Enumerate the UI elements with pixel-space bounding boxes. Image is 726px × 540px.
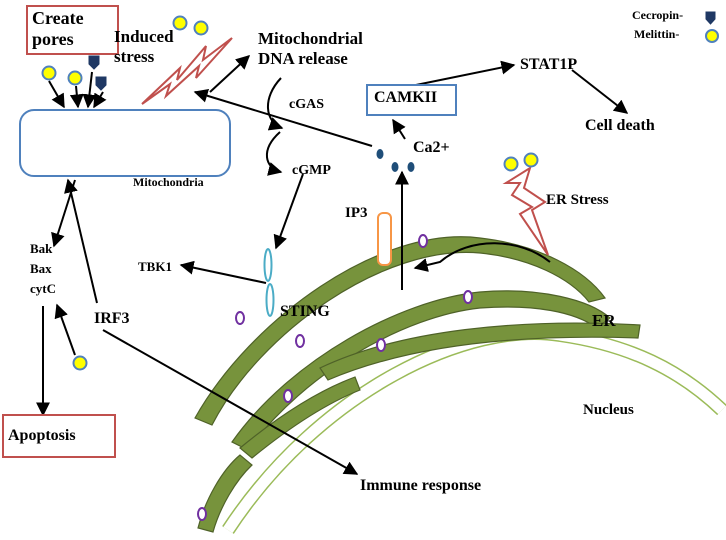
nucleus-label: Nucleus xyxy=(583,402,634,418)
arrow xyxy=(193,88,373,147)
er-receptors xyxy=(197,234,473,521)
mitochondria-organelle xyxy=(19,109,231,177)
melittin-icon xyxy=(72,355,88,371)
arrow xyxy=(48,80,65,109)
cecropin-icon xyxy=(88,55,100,70)
cecropin-icon xyxy=(95,76,107,91)
melittin-icon xyxy=(67,70,83,86)
create-pores-box xyxy=(26,5,119,55)
melittin-icon xyxy=(523,152,539,168)
sting-protein xyxy=(263,248,273,282)
cytc-label: cytC xyxy=(30,281,56,296)
ip3-channel xyxy=(377,212,392,266)
melittin-peptides xyxy=(41,15,719,371)
arrow xyxy=(413,242,551,272)
melittin-icon xyxy=(193,20,209,36)
receptor-icon xyxy=(283,389,293,403)
cecropin-peptides xyxy=(88,11,716,91)
arrow xyxy=(102,329,359,475)
cgmp-label: cGMP xyxy=(292,163,331,178)
arrow xyxy=(273,173,304,250)
camkii-label: CAMKII xyxy=(374,89,438,106)
tbk1-label: TBK1 xyxy=(138,259,172,274)
create-pores-label: Create pores xyxy=(32,8,84,49)
receptor-icon xyxy=(295,334,305,348)
arrow xyxy=(209,55,251,93)
bak-label: Bak xyxy=(30,241,53,256)
apoptosis-label: Apoptosis xyxy=(8,427,76,444)
receptor-icon xyxy=(197,507,207,521)
er-label: ER xyxy=(592,311,616,330)
melittin-icon xyxy=(41,65,57,81)
apoptosis-box xyxy=(2,414,116,458)
arrow xyxy=(69,85,84,109)
receptor-icon xyxy=(376,338,386,352)
er-membrane xyxy=(194,236,641,533)
melittin-icon xyxy=(172,15,188,31)
cell-death-label: Cell death xyxy=(585,117,655,134)
cgas-label: cGAS xyxy=(289,97,324,112)
arrow xyxy=(82,71,97,109)
arrow xyxy=(51,179,76,248)
arrow xyxy=(392,118,406,140)
mitochondrial-dna-release-label: Mitochondrial DNA release xyxy=(258,29,363,68)
bax-label: Bax xyxy=(30,261,52,276)
er-stress-lightning-icon xyxy=(502,165,549,256)
mitochondria-label: Mitochondria xyxy=(133,175,204,189)
sting-label: STING xyxy=(280,303,330,320)
arrow xyxy=(410,60,516,87)
receptor-icon xyxy=(235,311,245,325)
induced-stress-lightning-icon xyxy=(141,37,233,105)
legend-melittin-icon xyxy=(705,29,719,43)
stat1p-label: STAT1P xyxy=(520,56,578,73)
legend-cecropin-label: Cecropin- xyxy=(632,8,684,22)
receptor-icon xyxy=(418,234,428,248)
arrow xyxy=(93,91,107,109)
arrow xyxy=(571,69,629,114)
calcium-ions xyxy=(376,149,415,172)
arrow xyxy=(266,131,283,176)
er-stress-label: ER Stress xyxy=(546,192,609,208)
ca2-label: Ca2+ xyxy=(413,139,450,156)
ip3-label: IP3 xyxy=(345,205,368,221)
arrow xyxy=(267,77,284,131)
receptor-icon xyxy=(463,290,473,304)
induced-stress-label: Induced stress xyxy=(114,27,174,66)
camkii-box xyxy=(366,84,457,116)
arrow xyxy=(54,303,76,356)
sting-protein xyxy=(265,283,275,317)
immune-response-label: Immune response xyxy=(360,477,482,494)
arrow xyxy=(179,260,267,284)
legend-melittin-label: Melittin- xyxy=(634,27,680,41)
melittin-icon xyxy=(503,156,519,172)
legend-cecropin-icon xyxy=(705,11,716,25)
arrow xyxy=(64,178,98,304)
irf3-label: IRF3 xyxy=(94,310,130,327)
